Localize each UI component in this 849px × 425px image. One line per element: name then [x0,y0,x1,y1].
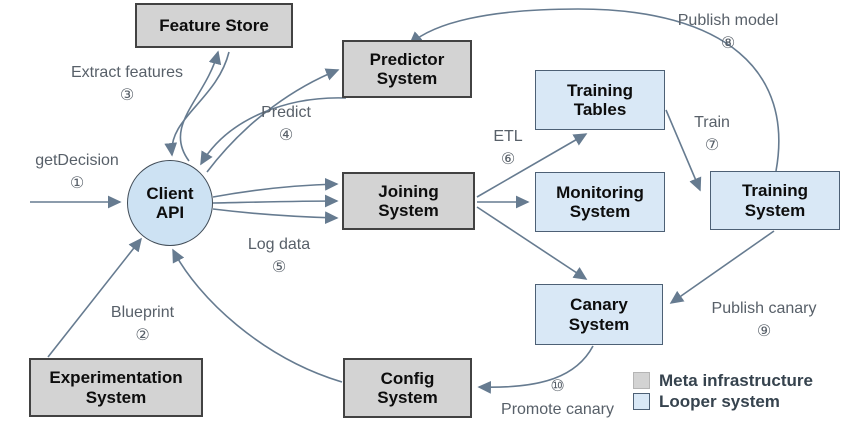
edge-log-data-1 [212,177,339,198]
edge-label-extract-features: Extract features ③ [70,64,184,104]
edge-promote-canary [477,345,594,394]
edge-predict-out [206,68,340,173]
edge-label-train: Train ⑦ [694,114,730,154]
edge-label-promote-canary: ⑩ Promote canary [501,378,614,418]
legend-item-looper: Looper system [633,392,813,410]
node-training-system: Training System [710,171,840,230]
node-joining-system: Joining System [342,172,475,230]
looper-system-swatch-icon [633,392,650,410]
node-canary-system: Canary System [535,284,663,345]
legend-label-meta: Meta infrastructure [659,370,813,390]
edge-etl [476,133,588,198]
edge-extract-features-return [164,51,230,157]
edge-publish-model [408,8,780,172]
edge-label-publish-canary: Publish canary ⑨ [711,300,817,340]
edge-log-data-2 [212,194,339,208]
edge-blueprint [47,237,142,358]
edge-label-blueprint: Blueprint ② [110,304,175,344]
edge-to-canary [476,206,588,280]
edge-label-etl: ETL ⑥ [493,128,523,168]
legend-item-meta: Meta infrastructure [633,371,813,389]
node-predictor-system: Predictor System [342,40,472,98]
node-experimentation-system: Experimentation System [29,358,203,417]
edge-publish-canary [669,230,775,304]
node-monitoring-system: Monitoring System [535,172,665,232]
legend-label-looper: Looper system [659,391,780,411]
edge-label-predict: Predict ④ [261,104,311,144]
legend: Meta infrastructure Looper system [633,371,813,413]
edge-log-data-3 [212,208,339,225]
edge-train [665,109,702,192]
node-training-tables: Training Tables [535,70,665,130]
edge-config-to-api [172,248,343,383]
node-config-system: Config System [343,358,472,418]
node-client-api: Client API [127,160,213,246]
edge-label-publish-model: Publish model ⑧ [677,12,779,52]
edge-predict-return [200,97,347,166]
edge-extract-features-out [179,50,222,162]
meta-infrastructure-swatch-icon [633,371,650,389]
edge-label-log-data: Log data ⑤ [247,236,311,276]
node-feature-store: Feature Store [135,3,293,48]
edge-label-get-decision: getDecision ① [35,152,119,192]
